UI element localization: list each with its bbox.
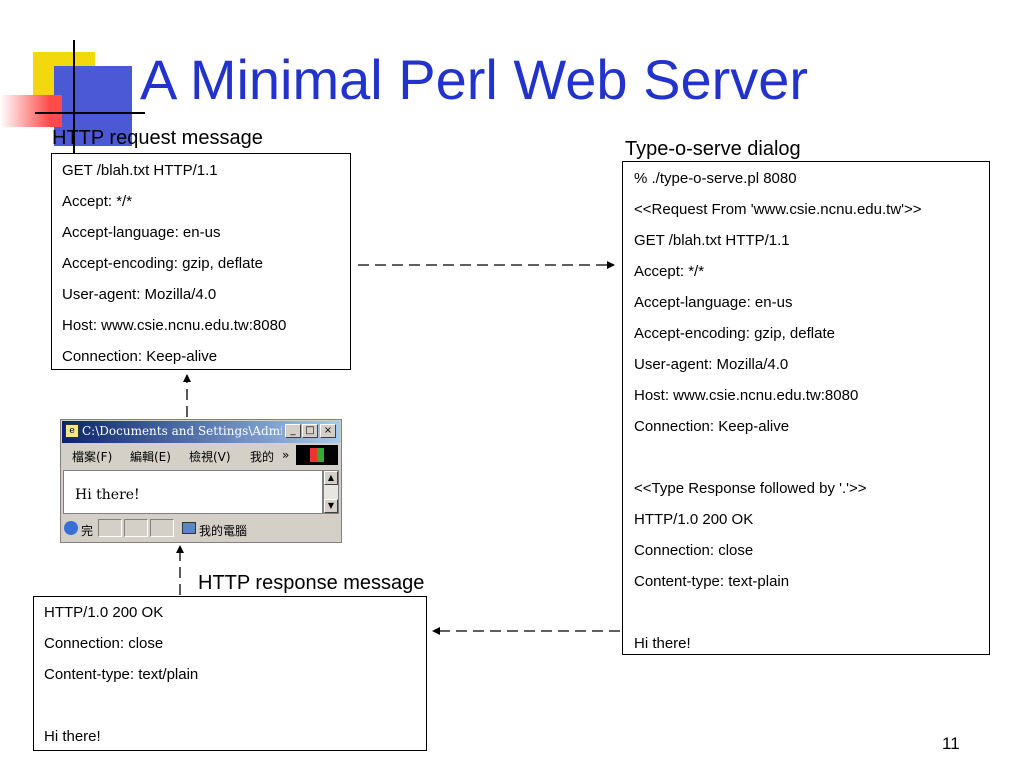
minimize-button[interactable]: _ (285, 424, 301, 438)
menu-favorites[interactable]: 我的 (250, 450, 275, 464)
dialog-line: HTTP/1.0 200 OK (634, 511, 754, 528)
scroll-down-icon[interactable]: ▼ (324, 499, 338, 513)
dialog-line: <<Type Response followed by '.'>> (634, 480, 867, 497)
dialog-line: GET /blah.txt HTTP/1.1 (634, 232, 790, 249)
page-content-text: Hi there! (75, 487, 140, 503)
windows-logo-icon (296, 445, 338, 465)
response-line: Connection: close (44, 635, 164, 652)
page-number: 11 (942, 734, 960, 753)
dialog-line: <<Request From 'www.csie.ncnu.edu.tw'>> (634, 201, 922, 218)
decor-red-bar (0, 95, 62, 127)
decor-horizontal-line (35, 112, 145, 114)
status-zone-text: 我的電腦 (199, 524, 248, 538)
dialog-line: Connection: Keep-alive (634, 418, 790, 435)
scroll-up-icon[interactable]: ▲ (324, 471, 338, 485)
slide-title: A Minimal Perl Web Server (140, 48, 809, 111)
dialog-line: Accept-language: en-us (634, 294, 793, 311)
request-line: Accept: */* (62, 193, 133, 210)
ie-page-icon: e (65, 424, 79, 438)
status-cell (124, 519, 148, 537)
request-line: Accept-encoding: gzip, deflate (62, 255, 263, 272)
response-line: Hi there! (44, 728, 101, 745)
browser-window-title: C:\Documents and Settings\Administr... (82, 424, 282, 438)
maximize-button[interactable]: □ (302, 424, 318, 438)
dialog-line (634, 597, 989, 628)
dialog-line: User-agent: Mozilla/4.0 (634, 356, 789, 373)
browser-menu-bar: 檔案(F) 編輯(E) 檢視(V) 我的 » (62, 444, 340, 466)
request-line: User-agent: Mozilla/4.0 (62, 286, 217, 303)
dialog-label: Type-o-serve dialog (625, 138, 801, 160)
request-line: GET /blah.txt HTTP/1.1 (62, 162, 218, 179)
menu-view[interactable]: 檢視(V) (189, 450, 231, 464)
request-line: Host: www.csie.ncnu.edu.tw:8080 (62, 317, 287, 334)
response-line: HTTP/1.0 200 OK (44, 604, 164, 621)
dialog-line: Accept-encoding: gzip, deflate (634, 325, 835, 342)
dialog-line: Host: www.csie.ncnu.edu.tw:8080 (634, 387, 859, 404)
dialog-line: Hi there! (634, 635, 691, 652)
browser-window: e C:\Documents and Settings\Administr...… (60, 419, 342, 543)
menu-more-chevron[interactable]: » (282, 448, 290, 462)
dialog-line: Connection: close (634, 542, 754, 559)
decor-blue-square (54, 66, 132, 146)
status-done-text: 完 (81, 524, 94, 538)
browser-status-bar: 完 我的電腦 (62, 518, 340, 540)
dialog-line: Content-type: text-plain (634, 573, 790, 590)
ie-logo-icon (64, 521, 78, 535)
browser-title-bar[interactable]: e C:\Documents and Settings\Administr...… (62, 421, 340, 443)
request-box: GET /blah.txt HTTP/1.1 Accept: */* Accep… (51, 153, 351, 370)
close-button[interactable]: × (320, 424, 336, 438)
request-line: Connection: Keep-alive (62, 348, 218, 365)
browser-content-area: Hi there! (63, 470, 323, 514)
dialog-line (634, 442, 989, 473)
dialog-line: Accept: */* (634, 263, 705, 280)
response-line: Content-type: text/plain (44, 666, 199, 683)
status-cell (150, 519, 174, 537)
request-label: HTTP request message (52, 127, 263, 149)
dialog-box: % ./type-o-serve.pl 8080 <<Request From … (622, 161, 990, 655)
menu-file[interactable]: 檔案(F) (72, 450, 113, 464)
vertical-scrollbar[interactable]: ▲ ▼ (323, 470, 339, 514)
decor-vertical-line (73, 40, 75, 158)
response-box: HTTP/1.0 200 OK Connection: close Conten… (33, 596, 427, 751)
request-line: Accept-language: en-us (62, 224, 221, 241)
dialog-line: % ./type-o-serve.pl 8080 (634, 170, 797, 187)
menu-edit[interactable]: 編輯(E) (130, 450, 171, 464)
my-computer-icon (182, 522, 196, 534)
response-label: HTTP response message (198, 572, 425, 594)
status-cell (98, 519, 122, 537)
response-line (44, 690, 426, 721)
